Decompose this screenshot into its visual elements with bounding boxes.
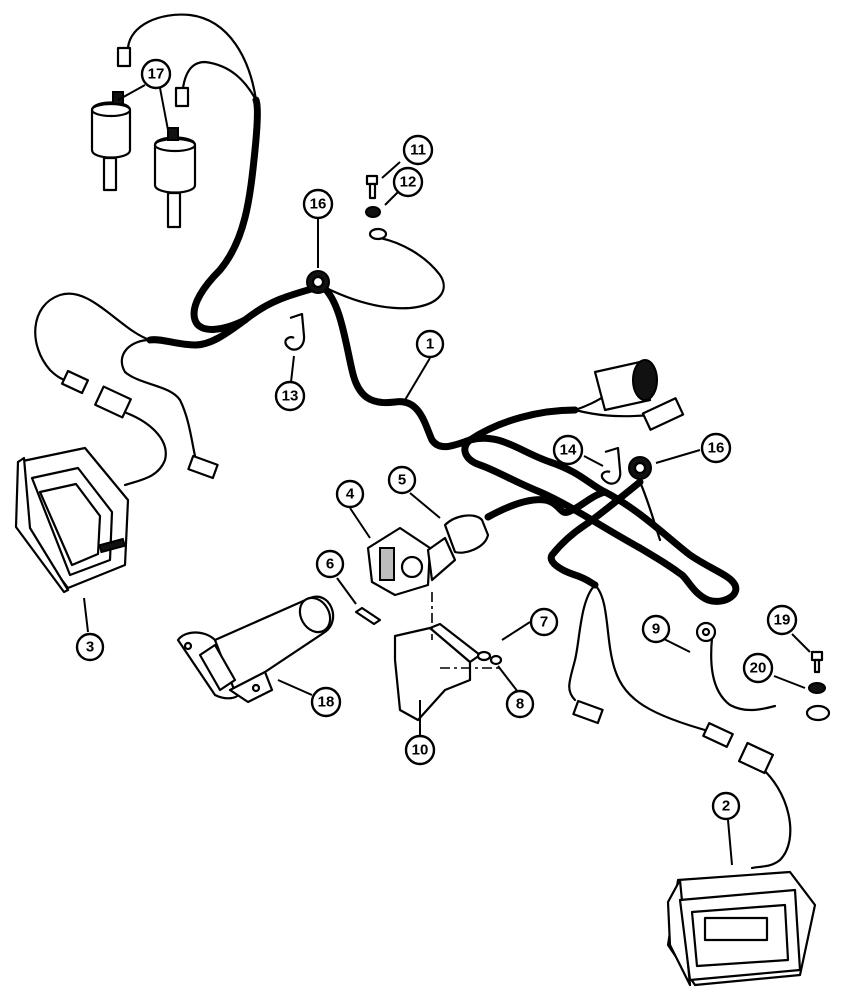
callout-4: 4 (335, 479, 365, 509)
multi-pin-connector (593, 359, 685, 431)
svg-text:9: 9 (652, 621, 660, 638)
callout-7: 7 (529, 607, 559, 637)
callout-11: 11 (402, 134, 434, 166)
svg-text:4: 4 (346, 486, 355, 503)
callout-6: 6 (315, 549, 345, 579)
callout-10: 10 (404, 734, 436, 766)
svg-text:8: 8 (516, 696, 524, 713)
callout-16a: 16 (302, 188, 334, 220)
leader-lines (83, 84, 811, 866)
svg-text:1: 1 (426, 336, 434, 353)
svg-text:16: 16 (310, 196, 327, 213)
svg-text:6: 6 (326, 556, 334, 573)
callout-5: 5 (387, 465, 417, 495)
grommets-16 (306, 270, 652, 480)
socket-18 (176, 595, 335, 704)
svg-text:5: 5 (398, 472, 406, 489)
callout-17: 17 (140, 58, 172, 90)
svg-text:18: 18 (318, 694, 335, 711)
callout-19: 19 (766, 604, 798, 636)
callout-8: 8 (505, 689, 535, 719)
svg-text:2: 2 (722, 798, 730, 815)
callout-13: 13 (274, 380, 306, 412)
svg-text:10: 10 (412, 742, 429, 759)
work-lamp-2 (572, 699, 817, 987)
hardware-9-19-20 (695, 621, 831, 722)
washer-pump-17 (90, 46, 197, 229)
callout-18: 18 (310, 686, 342, 718)
svg-text:19: 19 (774, 612, 791, 629)
svg-text:20: 20 (750, 660, 767, 677)
main-harness (146, 96, 740, 605)
svg-text:3: 3 (86, 639, 94, 656)
branch-wires (34, 13, 792, 870)
svg-text:11: 11 (410, 142, 426, 159)
svg-text:12: 12 (400, 174, 417, 191)
callout-1: 1 (415, 329, 445, 359)
socket-assembly (354, 514, 503, 722)
work-lamp-3 (14, 369, 219, 594)
svg-text:7: 7 (540, 614, 548, 631)
svg-text:13: 13 (282, 388, 299, 405)
callout-16b: 16 (700, 432, 732, 464)
svg-text:14: 14 (560, 442, 577, 459)
callout-9: 9 (641, 614, 671, 644)
callout-12: 12 (392, 166, 424, 198)
callout-20: 20 (742, 652, 774, 684)
svg-text:17: 17 (148, 66, 165, 83)
svg-text:16: 16 (708, 440, 725, 457)
clips (284, 312, 622, 485)
callout-14: 14 (552, 434, 584, 466)
callout-2: 2 (711, 791, 741, 821)
hardware-11-12 (365, 174, 388, 241)
callout-3: 3 (75, 632, 105, 662)
